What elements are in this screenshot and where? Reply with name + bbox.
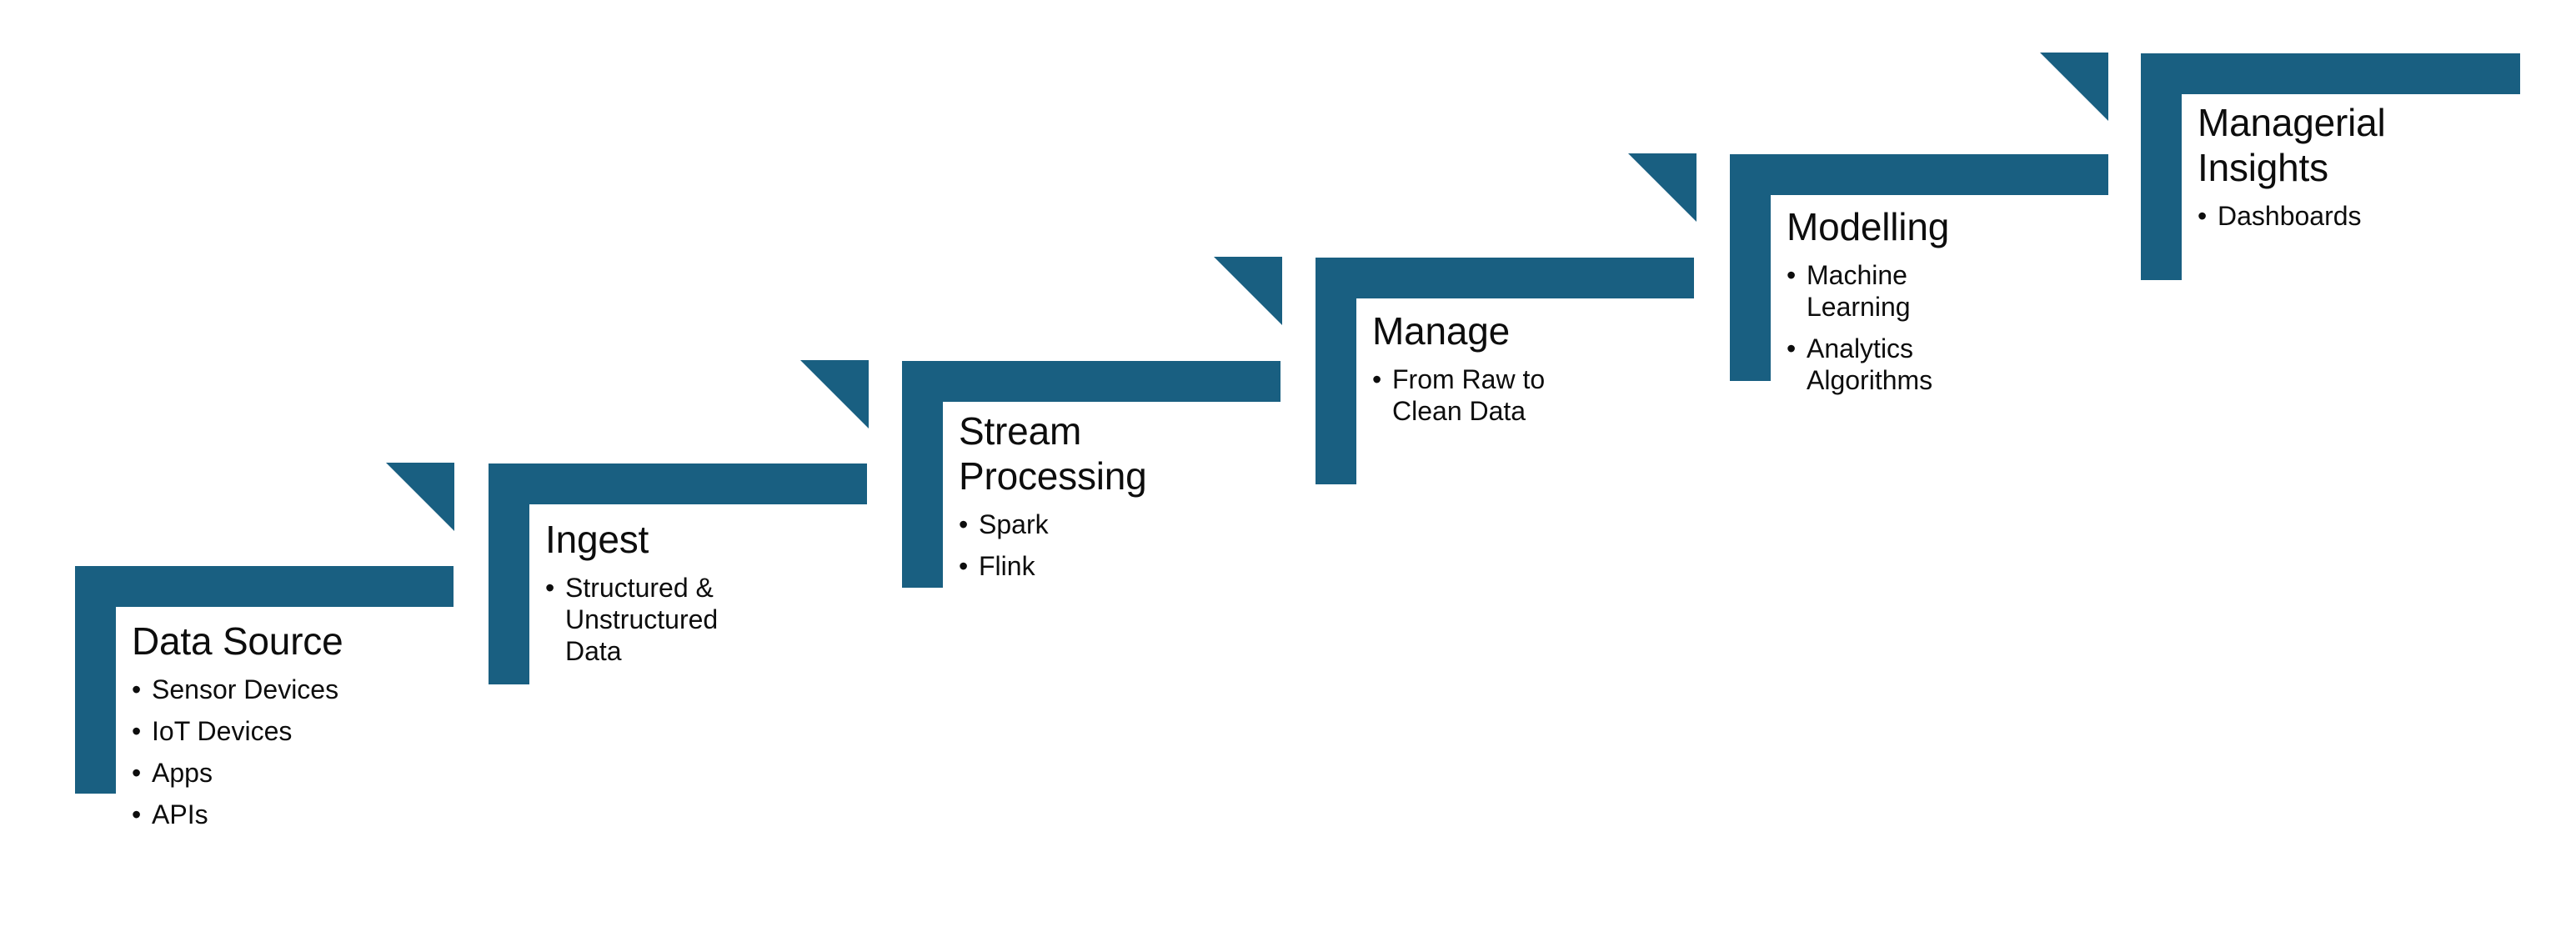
step-2-content: Ingest • Structured & Unstructured Data [545,517,829,667]
step-4-arrow-icon [1214,257,1282,325]
step-5-vertical-bar [1730,154,1771,381]
step-3-horizontal-bar [902,361,1280,402]
step-4-title: Manage [1372,309,1511,353]
step-3-arrow-icon [800,360,869,428]
list-item: • Apps [132,757,465,789]
list-item: • Dashboards [2198,200,2531,232]
step-1-vertical-bar [75,566,116,794]
bullet-text: Dashboards [2218,201,2362,231]
step-4-vertical-bar [1316,258,1356,484]
bullet-icon: • [959,551,969,581]
step-1-title: Data Source [132,619,343,663]
step-4-content: Manage • From Raw to Clean Data [1372,308,1656,427]
step-6-title: Managerial Insights [2198,101,2386,189]
list-item: • Structured & Unstructured Data [545,572,829,667]
list-item: • Spark [959,509,1267,540]
list-item: • Sensor Devices [132,674,465,705]
bullet-icon: • [132,674,142,704]
step-5-arrow-icon [1628,153,1696,222]
step-2-horizontal-bar [489,463,867,504]
step-1-bullet-list: • Sensor Devices • IoT Devices • Apps • APIs [132,674,465,830]
step-2-bullet-list: • Structured & Unstructured Data [545,572,829,667]
step-4-bullet-list: • From Raw to Clean Data [1372,363,1656,427]
bullet-text: Analytics Algorithms [1807,333,1933,395]
step-1-horizontal-bar [75,566,454,607]
step-5-title: Modelling [1787,205,1950,248]
list-item: • Machine Learning [1787,259,2070,323]
step-2-vertical-bar [489,463,529,684]
step-6-horizontal-bar [2141,53,2520,94]
step-3-title: Stream Processing [959,409,1147,498]
bullet-icon: • [959,509,969,539]
step-5-bullet-list: • Machine Learning • Analytics Algorithms [1787,259,2070,396]
bullet-text: APIs [152,799,208,829]
bullet-text: From Raw to Clean Data [1392,364,1546,426]
bullet-icon: • [132,758,142,788]
step-1-content: Data Source • Sensor Devices • IoT Devices… [132,619,465,830]
step-6-bullet-list: • Dashboards [2198,200,2531,232]
bullet-icon: • [2198,201,2208,231]
bullet-icon: • [132,716,142,746]
bullet-icon: • [1372,364,1382,394]
bullet-text: Machine Learning [1807,260,1911,322]
bullet-text: Spark [979,509,1049,539]
step-3-vertical-bar [902,361,943,588]
bullet-icon: • [132,799,142,829]
list-item: • Flink [959,550,1267,582]
list-item: • Analytics Algorithms [1787,333,2070,396]
bullet-icon: • [1787,260,1797,290]
bullet-text: Flink [979,551,1035,581]
list-item: • IoT Devices [132,715,465,747]
step-6-arrow-icon [2040,53,2108,121]
step-3-bullet-list: • Spark • Flink [959,509,1267,582]
step-3-content: Stream Processing • Spark • Flink [959,408,1267,582]
bullet-text: Apps [152,758,213,788]
bullet-icon: • [545,573,555,603]
bullet-text: Sensor Devices [152,674,339,704]
list-item: • From Raw to Clean Data [1372,363,1656,427]
step-2-arrow-icon [386,463,454,531]
step-2-title: Ingest [545,518,649,561]
bullet-text: Structured & Unstructured Data [565,573,719,666]
step-5-content: Modelling • Machine Learning • Analytics A… [1787,204,2070,396]
step-5-horizontal-bar [1730,154,2108,195]
step-4-horizontal-bar [1316,258,1694,298]
step-6-vertical-bar [2141,53,2182,280]
list-item: • APIs [132,799,465,830]
step-6-content: Managerial Insights • Dashboards [2198,100,2531,232]
bullet-text: IoT Devices [152,716,293,746]
bullet-icon: • [1787,333,1797,363]
